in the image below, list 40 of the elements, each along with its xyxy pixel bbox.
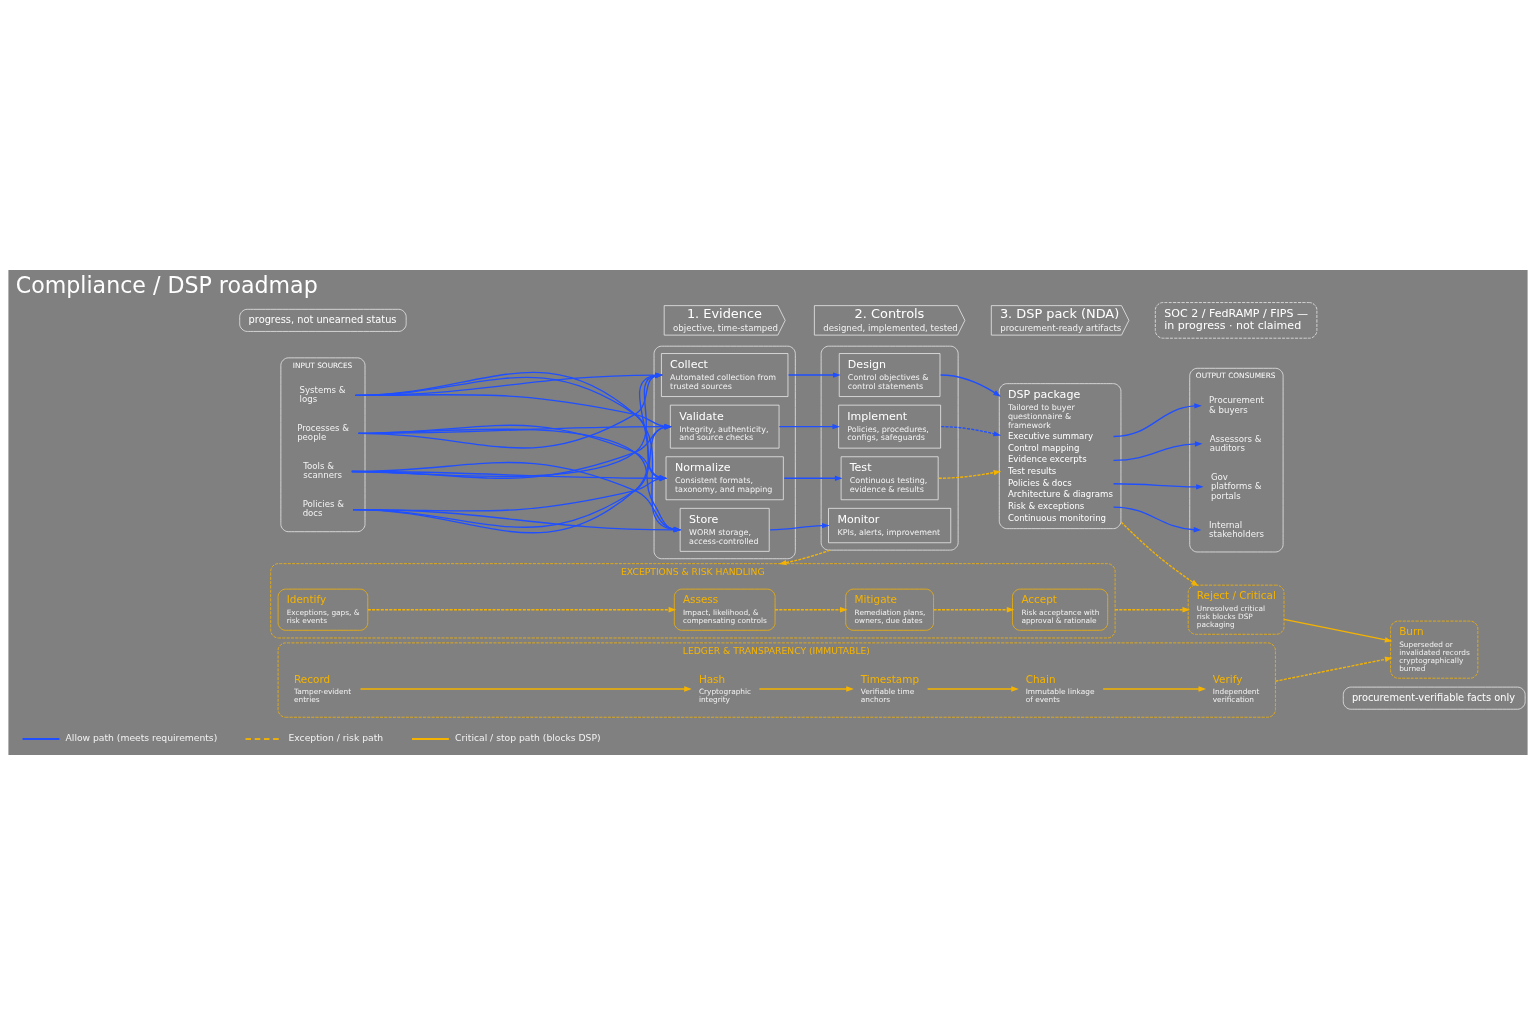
legend-label: Critical / stop path (blocks DSP)	[455, 731, 601, 743]
arrow	[1112, 402, 1202, 437]
node-text: Gov platforms & portals	[1210, 471, 1262, 501]
arrow	[1274, 656, 1393, 682]
arrow	[778, 423, 841, 429]
legend-label: Allow path (meets requirements)	[65, 731, 218, 743]
diagram-title: Compliance / DSP roadmap	[15, 271, 318, 298]
node-box: procurement-verifiable facts only	[1342, 686, 1526, 710]
arrow	[783, 475, 843, 481]
arrow	[774, 606, 848, 612]
node-text: Internal stakeholders	[1209, 519, 1264, 539]
arrow	[1112, 440, 1203, 461]
node-text: Processes & people	[297, 422, 349, 442]
arrow	[787, 371, 841, 378]
node-box: SOC 2 / FedRAMP / FIPS — in progress · not claimed	[1154, 301, 1318, 339]
arrow	[357, 372, 663, 449]
node-text: Policies & docs	[302, 498, 344, 518]
arrow	[1120, 520, 1199, 586]
arrow	[939, 373, 1001, 397]
arrow	[359, 685, 692, 692]
arrow	[778, 548, 831, 565]
node-box: progress, not unearned status	[239, 308, 407, 332]
arrow	[1102, 685, 1207, 692]
node-text: Systems & logs	[299, 384, 346, 404]
arrow	[1283, 618, 1393, 642]
arrow	[938, 469, 1002, 479]
arrow	[1112, 505, 1202, 532]
node-text: Assessors & auditors	[1209, 433, 1262, 453]
arrow	[1114, 606, 1191, 612]
arrow	[769, 522, 830, 531]
node-text: Procurement & buyers	[1209, 394, 1264, 415]
arrow	[354, 371, 663, 396]
node-text: Tools & scanners	[303, 460, 342, 480]
legend-label: Exception / risk path	[288, 731, 384, 743]
arrow	[1112, 482, 1204, 489]
arrow	[367, 606, 677, 612]
arrow	[932, 606, 1015, 612]
arrow	[758, 685, 854, 692]
arrow	[926, 685, 1019, 692]
arrow	[940, 425, 1002, 436]
